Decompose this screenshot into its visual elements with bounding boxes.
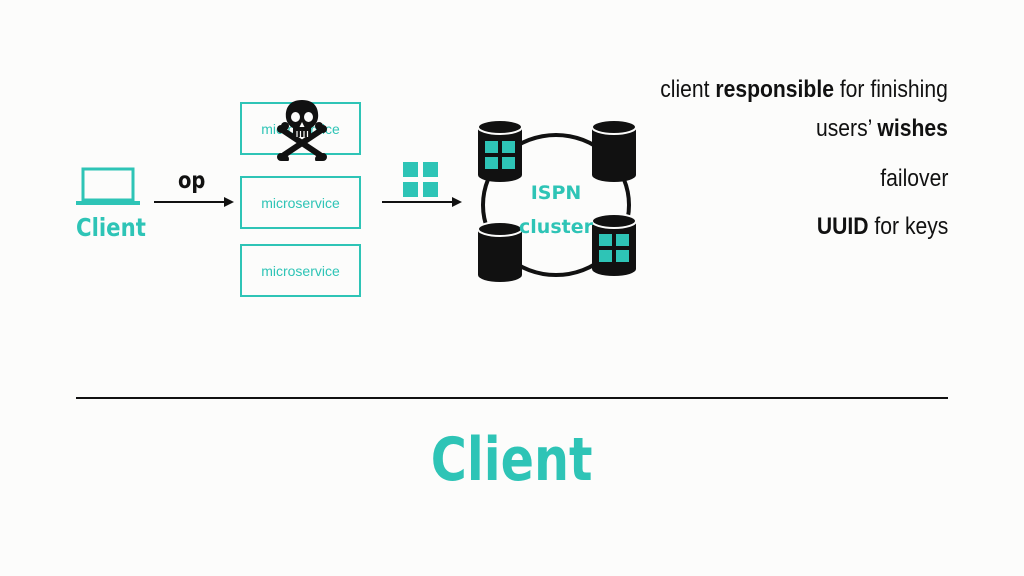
note-users-wishes: users’ wishes (816, 115, 948, 142)
op-arrow (154, 197, 234, 207)
microservice-box: microservice (240, 176, 361, 229)
microservice-label: microservice (261, 194, 340, 211)
cluster-arrow (382, 197, 462, 207)
data-grid-icon (403, 162, 438, 197)
database-icon (591, 119, 637, 182)
database-icon (477, 221, 523, 282)
divider (76, 397, 948, 399)
skull-crossbones-icon (277, 100, 327, 161)
ispn-cluster-diagram (477, 119, 637, 282)
laptop-icon (76, 167, 140, 205)
ispn-cluster-label: ISPN cluster (519, 182, 593, 238)
client-label: Client (76, 213, 146, 242)
note-failover: failover (879, 165, 948, 192)
note-uuid-keys: UUID for keys (816, 213, 948, 240)
op-label: op (178, 168, 206, 194)
database-icon (591, 213, 637, 276)
microservice-box: microservice (240, 244, 361, 297)
slide-title: Client (431, 425, 593, 495)
microservice-label: microservice (261, 262, 340, 279)
note-client-responsible: client responsible for finishing (660, 76, 948, 103)
database-icon (477, 119, 523, 182)
